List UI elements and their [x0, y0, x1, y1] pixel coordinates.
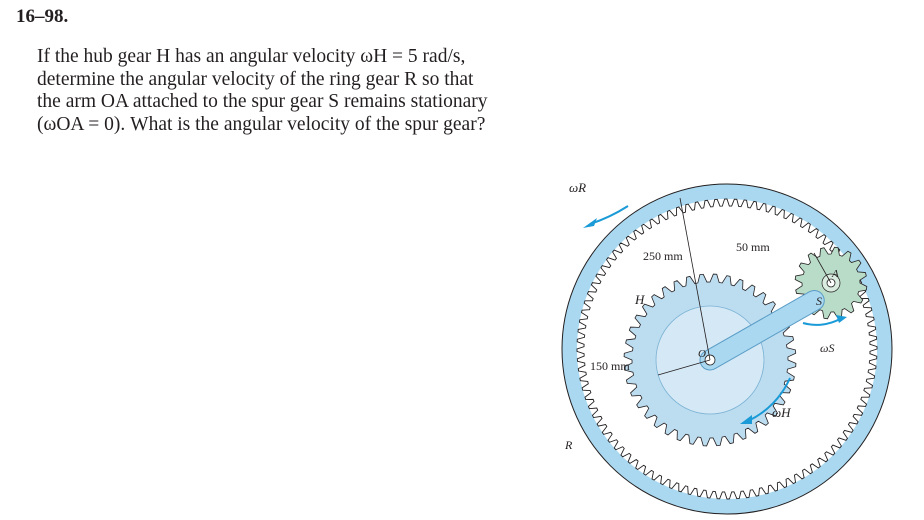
label-omega-h: ωH — [772, 405, 791, 420]
dim-line-150 — [657, 359, 711, 376]
label-omega-r: ωR — [569, 180, 586, 195]
problem-statement: If the hub gear H has an angular velocit… — [37, 46, 597, 136]
gear-figure: ωR ωH ωS R H S A O 250 mm 50 mm 150 mm — [540, 165, 920, 520]
label-ring-r: R — [564, 438, 573, 452]
gear-diagram: ωR ωH ωS R H S A O 250 mm 50 mm 150 mm — [561, 180, 893, 515]
label-point-a: A — [831, 268, 839, 280]
dim-line-250 — [679, 197, 711, 361]
problem-line: the arm OA attached to the spur gear S r… — [37, 91, 488, 112]
label-dim-50: 50 mm — [736, 240, 770, 254]
omega-s-arrow-icon — [802, 318, 841, 326]
omega-s-arrowhead-icon — [836, 315, 847, 323]
problem-number: 16–98. — [16, 6, 69, 27]
label-omega-s: ωS — [820, 341, 834, 355]
label-spur-s: S — [816, 294, 822, 308]
omega-h-arrow-icon — [747, 377, 791, 422]
label-dim-150: 150 mm — [590, 359, 630, 373]
ring-gear-teeth — [576, 198, 878, 500]
problem-line: (ωOA = 0). What is the angular velocity … — [37, 113, 486, 135]
omega-h-arrowhead-icon — [740, 415, 752, 424]
label-hub-h: H — [634, 292, 645, 307]
label-dim-250: 250 mm — [643, 249, 683, 263]
problem-line: If the hub gear H has an angular velocit… — [37, 46, 466, 67]
omega-r-arrowhead-icon — [583, 218, 597, 228]
label-point-o: O — [698, 348, 706, 360]
dim-line-50 — [813, 252, 832, 284]
problem-line: determine the angular velocity of the ri… — [37, 68, 474, 90]
